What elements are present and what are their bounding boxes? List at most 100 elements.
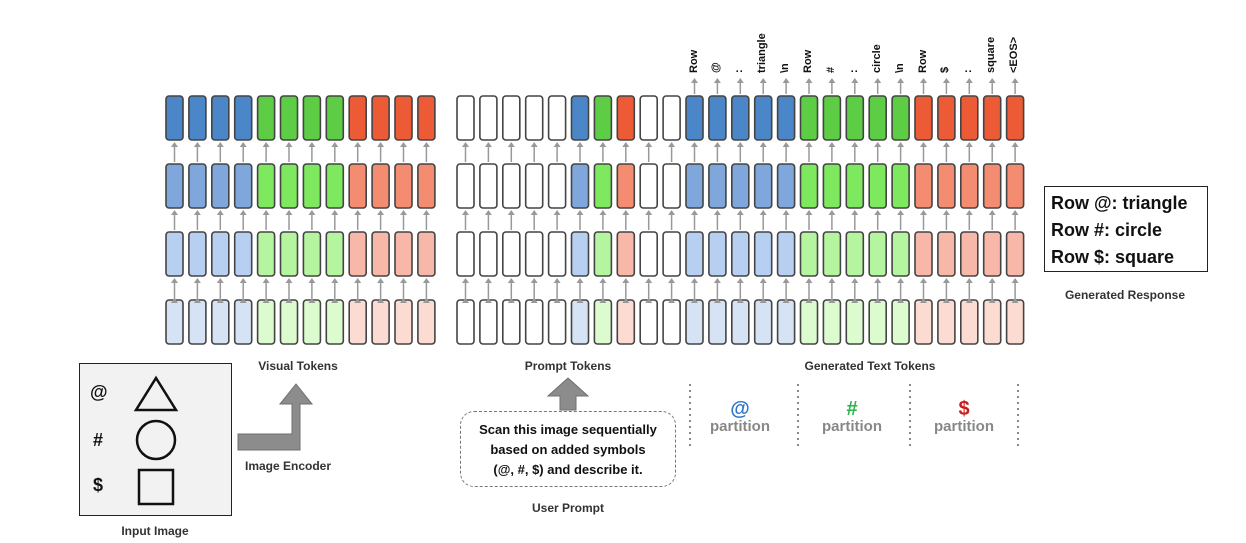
- generated-token: [799, 231, 819, 277]
- generated-token: [937, 95, 956, 141]
- prompt-arrow-head: [530, 278, 538, 283]
- visual-token: [233, 163, 253, 209]
- prompt-arrow-head: [507, 142, 515, 147]
- visual-stub-head: [308, 298, 316, 303]
- generated-arrow-head: [736, 210, 744, 215]
- generated-token: [799, 163, 819, 209]
- generated-token: [708, 299, 727, 345]
- prompt-arrow-head: [553, 142, 561, 147]
- visual-arrow-head: [216, 142, 224, 147]
- generated-arrow-head: [805, 210, 813, 215]
- generated-token: [914, 95, 933, 141]
- output-arrow-head: [897, 78, 905, 83]
- generated-arrow-head: [828, 210, 836, 215]
- prompt-stub-head: [576, 298, 584, 303]
- generated-arrow-head: [759, 142, 767, 147]
- visual-token: [279, 231, 299, 277]
- prompt-token: [456, 299, 475, 345]
- prompt-arrow-head: [507, 278, 515, 283]
- response-line: Row @: triangle: [1051, 193, 1188, 213]
- generated-token: [982, 299, 1002, 345]
- generated-token: [937, 163, 956, 209]
- visual-token: [348, 95, 368, 141]
- generated-arrow-head: [920, 142, 927, 147]
- visual-arrow-head: [400, 210, 407, 215]
- output-arrow-head: [1011, 78, 1019, 83]
- generated-token: [776, 231, 796, 277]
- prompt-token: [593, 95, 613, 141]
- prompt-token: [639, 231, 659, 277]
- prompt-stub-head: [668, 298, 676, 303]
- generated-stub-head: [691, 298, 698, 303]
- visual-token: [188, 231, 207, 277]
- generated-arrow-head: [1011, 142, 1019, 147]
- output-token-label: circle: [870, 44, 883, 73]
- prompt-line: Scan this image sequentially: [479, 422, 657, 437]
- prompt-token: [570, 95, 590, 141]
- generated-token: [891, 163, 910, 209]
- generated-token: [982, 163, 1002, 209]
- generated-arrow-head: [828, 142, 836, 147]
- output-arrow-head: [874, 78, 882, 83]
- generated-arrow-head: [942, 278, 950, 283]
- visual-token: [394, 95, 413, 141]
- generated-token: [799, 95, 819, 141]
- visual-arrow-head: [377, 142, 385, 147]
- visual-token: [371, 163, 390, 209]
- prompt-token: [616, 231, 636, 277]
- visual-arrow-head: [354, 210, 362, 215]
- visual-token: [211, 95, 230, 141]
- generated-arrow-head: [736, 278, 744, 283]
- visual-token: [371, 231, 390, 277]
- prompt-token: [456, 163, 475, 209]
- generated-arrow-head: [942, 210, 950, 215]
- visual-arrow-head: [239, 210, 247, 215]
- visual-token: [417, 163, 436, 209]
- visual-token: [233, 299, 253, 345]
- generated-token: [822, 231, 842, 277]
- square-icon: [137, 468, 175, 506]
- generated-arrow-head: [897, 278, 905, 283]
- visual-stub-head: [216, 298, 224, 303]
- at-symbol: @: [90, 382, 108, 402]
- generated-token: [891, 299, 910, 345]
- visual-arrow-head: [285, 278, 293, 283]
- prompt-arrow-head: [645, 142, 653, 147]
- generated-token: [845, 231, 865, 277]
- visual-token: [188, 163, 207, 209]
- visual-arrow-head: [377, 278, 385, 283]
- generated-stub-head: [942, 298, 950, 303]
- prompt-stub-head: [599, 298, 607, 303]
- generated-arrow-head: [736, 142, 744, 147]
- prompt-token: [524, 95, 544, 141]
- generated-token: [868, 299, 888, 345]
- prompt-token: [547, 299, 567, 345]
- prompt-arrow-head: [622, 142, 630, 147]
- generated-stub-head: [1011, 298, 1019, 303]
- visual-stub-head: [331, 298, 339, 303]
- generated-token: [868, 163, 888, 209]
- prompt-token: [570, 231, 590, 277]
- visual-arrow-head: [285, 210, 293, 215]
- visual-token: [325, 95, 345, 141]
- generated-arrow-head: [965, 142, 973, 147]
- prompt-line: based on added symbols: [490, 442, 646, 457]
- visual-token: [325, 299, 345, 345]
- visual-stub-head: [262, 298, 270, 303]
- generated-arrow-head: [920, 210, 927, 215]
- visual-stub-head: [422, 298, 430, 303]
- generated-token: [685, 95, 704, 141]
- output-arrow-head: [851, 78, 859, 83]
- visual-arrow-head: [239, 142, 247, 147]
- visual-token: [165, 163, 184, 209]
- circle-icon: [135, 419, 177, 461]
- prompt-token: [479, 95, 498, 141]
- prompt-token: [547, 95, 567, 141]
- output-token-label: Row: [802, 49, 814, 73]
- generated-token: [685, 231, 704, 277]
- input-image-shapes: [133, 375, 179, 506]
- visual-arrow-head: [239, 278, 247, 283]
- prompt-token: [616, 163, 636, 209]
- prompt-token: [593, 299, 613, 345]
- prompt-arrow-head: [462, 142, 469, 147]
